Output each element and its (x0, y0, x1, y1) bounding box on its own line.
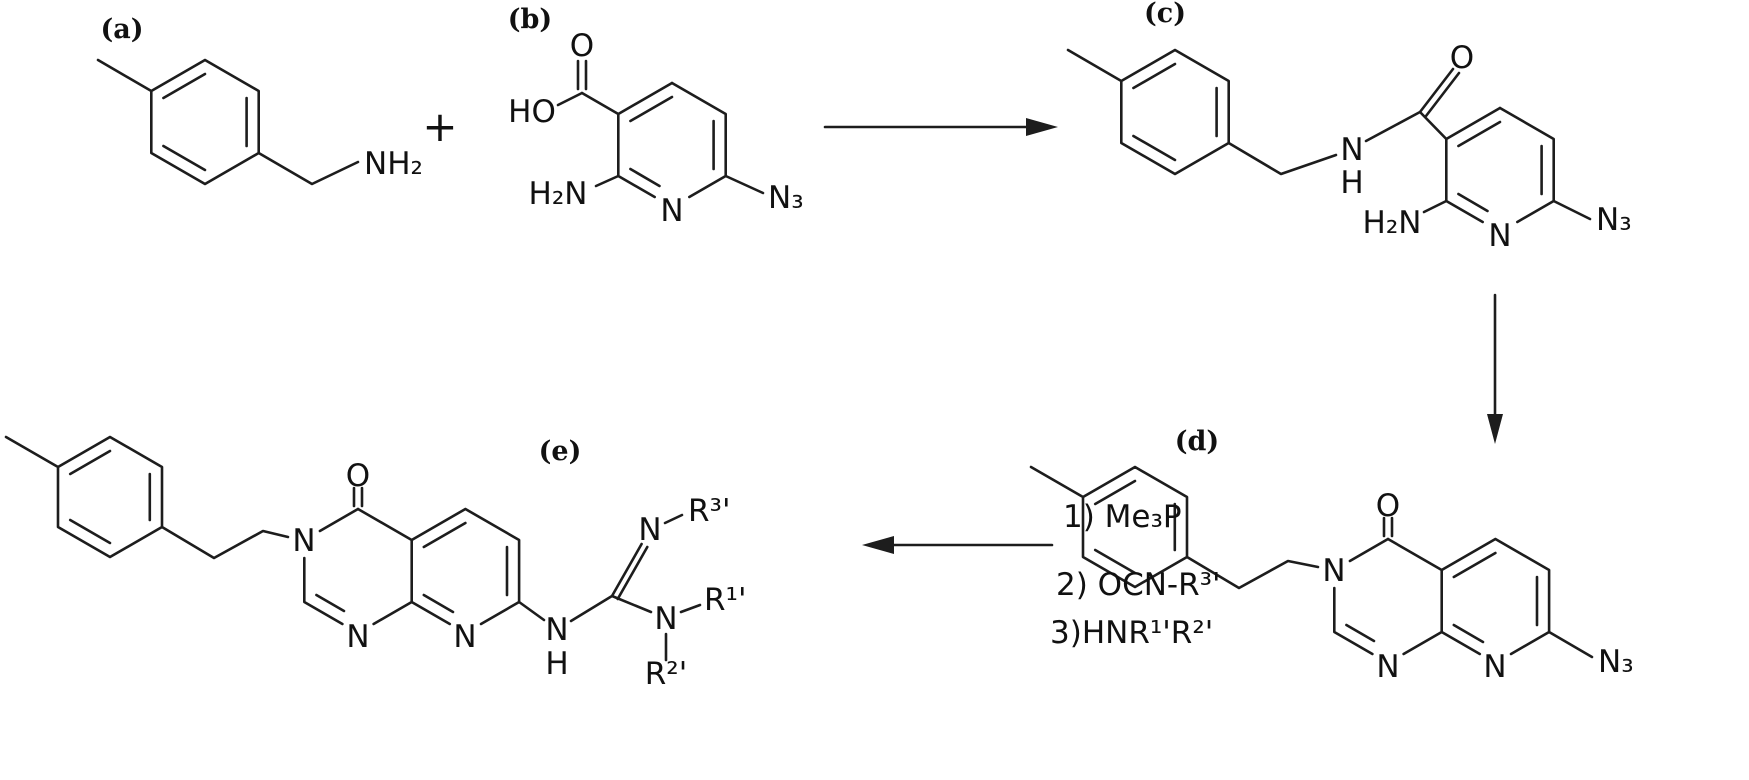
amino-h2n-label: H₂N (529, 176, 588, 212)
carbonyl-o-label: O (1376, 488, 1400, 524)
pyridine-n-label: N (660, 193, 683, 229)
amine-nh2-label: NH₂ (364, 146, 423, 182)
arrowhead (862, 536, 894, 554)
structure-c-label: (c) (1144, 0, 1186, 29)
azide-n3-label: N₃ (768, 180, 804, 216)
reagent-step-2: 2) OCN-R³' (1056, 567, 1221, 603)
amine-n-label: N (654, 601, 677, 637)
ring-n8-label: N (1483, 649, 1506, 685)
structure-a: (a) NH₂ (98, 14, 423, 184)
reaction-arrow-ab-to-c (825, 118, 1058, 136)
linker-nh-n-label: N (545, 612, 568, 648)
arrowhead (1026, 118, 1058, 136)
structure-e: (e) O N N N N H N R³' N R¹' R²' (6, 436, 747, 692)
ring-n1-label: N (1376, 649, 1399, 685)
linker-nh-h-label: H (545, 646, 568, 682)
structure-d-label: (d) (1175, 426, 1219, 457)
amino-h2n-label: H₂N (1363, 205, 1422, 241)
r2-prime-label: R²' (645, 656, 688, 692)
reagent-step-1: 1) Me₃P (1063, 499, 1182, 535)
carbonyl-o-label: O (570, 28, 594, 64)
carbonyl-o-label: O (1450, 40, 1474, 76)
structure-c: (c) N H O H₂N N N₃ (1068, 0, 1632, 254)
reagent-step-3: 3)HNR¹'R²' (1050, 615, 1213, 651)
structure-b-bonds (558, 61, 763, 197)
plus-sign: + (422, 102, 457, 151)
imine-n-label: N (638, 512, 661, 548)
ring-n1-label: N (346, 619, 369, 655)
ring-n8-label: N (453, 619, 476, 655)
amide-h-label: H (1340, 165, 1363, 201)
structure-e-label: (e) (539, 436, 582, 467)
hydroxyl-ho-label: HO (508, 94, 556, 130)
structure-b-label: (b) (508, 4, 552, 35)
pyridine-n-label: N (1488, 218, 1511, 254)
structure-a-bonds (98, 60, 358, 184)
arrowhead (1487, 414, 1503, 444)
structure-c-bonds (1068, 50, 1590, 222)
reaction-arrow-c-to-d (1487, 295, 1503, 444)
r3-prime-label: R³' (688, 493, 731, 529)
structure-b: (b) O HO H₂N N N₃ (508, 4, 804, 229)
azide-n3-label: N₃ (1596, 202, 1632, 238)
azide-n3-label: N₃ (1598, 644, 1634, 680)
ring-n3-label: N (292, 523, 315, 559)
r1-prime-label: R¹' (704, 582, 747, 618)
carbonyl-o-label: O (346, 458, 370, 494)
reaction-arrow-d-to-e: 1) Me₃P 2) OCN-R³' 3)HNR¹'R²' (862, 499, 1221, 651)
ring-n3-label: N (1322, 553, 1345, 589)
amide-n-label: N (1340, 132, 1363, 168)
structure-a-label: (a) (100, 14, 143, 45)
